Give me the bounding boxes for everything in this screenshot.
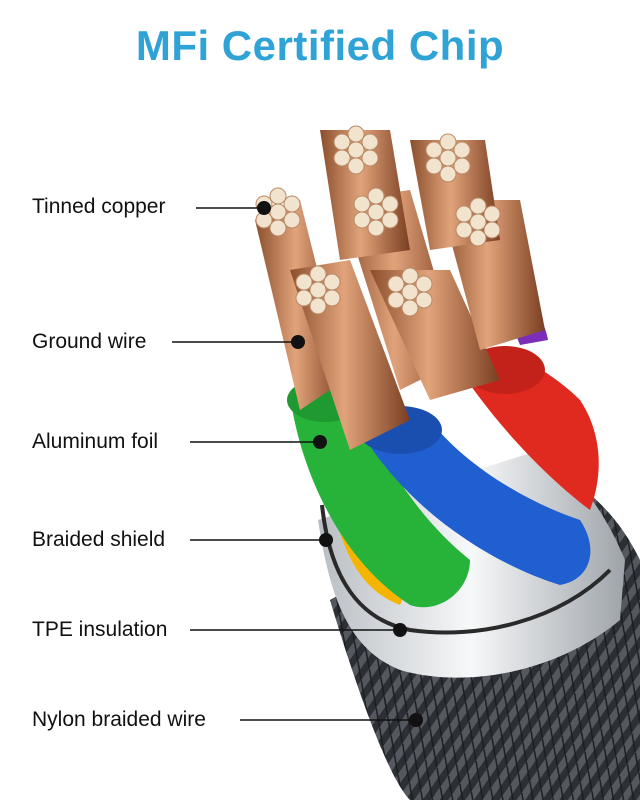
tinned-strand-tip xyxy=(425,141,443,159)
page-title: MFi Certified Chip xyxy=(135,22,505,69)
tinned-strand-tip xyxy=(387,275,405,293)
tinned-strand-tip xyxy=(353,195,371,213)
tinned-strand-tip xyxy=(361,133,379,151)
leader-dot-braided-shield xyxy=(319,533,333,547)
strand-cluster xyxy=(387,267,433,317)
tinned-strand-tip xyxy=(309,281,327,299)
tinned-strand-tip xyxy=(455,221,473,239)
label-braided-shield: Braided shield xyxy=(32,528,166,551)
tinned-strand-tip xyxy=(455,205,473,223)
tinned-strand-tip xyxy=(333,133,351,151)
tinned-strand-tip xyxy=(367,203,385,221)
tinned-strand-tip xyxy=(347,157,365,175)
tinned-strand-tip xyxy=(469,229,487,247)
strand-cluster xyxy=(455,197,501,247)
tinned-strand-tip xyxy=(415,291,433,309)
tinned-strand-tip xyxy=(469,197,487,215)
tinned-strand-tip xyxy=(439,133,457,151)
strand-cluster xyxy=(295,265,341,315)
tinned-strand-tip xyxy=(347,141,365,159)
tinned-strand-tips xyxy=(255,125,501,317)
tinned-strand-tip xyxy=(367,187,385,205)
label-aluminum-foil: Aluminum foil xyxy=(32,430,159,453)
tinned-strand-tip xyxy=(401,267,419,285)
tinned-strand-tip xyxy=(469,213,487,231)
tinned-strand-tip xyxy=(323,273,341,291)
label-nylon-braided-wire: Nylon braided wire xyxy=(32,708,206,731)
blue-wire xyxy=(360,420,591,585)
tinned-strand-tip xyxy=(323,289,341,307)
tinned-strand-tip xyxy=(425,157,443,175)
leader-dot-aluminum-foil xyxy=(313,435,327,449)
leader-lines xyxy=(172,201,423,727)
tinned-strand-tip xyxy=(309,297,327,315)
leader-dot-tinned-copper xyxy=(257,201,271,215)
tinned-strand-tip xyxy=(381,195,399,213)
tinned-strand-tip xyxy=(347,125,365,143)
green-wire xyxy=(290,395,470,608)
leader-dot-nylon-braided-wire xyxy=(409,713,423,727)
label-tinned-copper: Tinned copper xyxy=(32,195,166,218)
tinned-strand-tip xyxy=(401,283,419,301)
tinned-strand-tip xyxy=(333,149,351,167)
tinned-strand-tip xyxy=(453,141,471,159)
tinned-strand-tip xyxy=(453,157,471,175)
braided-shield xyxy=(320,504,612,635)
tinned-strand-tip xyxy=(283,195,301,213)
tinned-strand-tip xyxy=(483,221,501,239)
tinned-strand-tip xyxy=(381,211,399,229)
tinned-strand-tip xyxy=(387,291,405,309)
tinned-strand-tip xyxy=(309,265,327,283)
tinned-strand-tip xyxy=(283,211,301,229)
tinned-strand-tip xyxy=(269,219,287,237)
tinned-strand-tip xyxy=(269,203,287,221)
strand-cluster xyxy=(353,187,399,237)
tinned-strand-tip xyxy=(439,149,457,167)
tinned-strand-tip xyxy=(439,165,457,183)
tinned-strand-tip xyxy=(367,219,385,237)
tinned-strand-tip xyxy=(361,149,379,167)
strand-cluster xyxy=(333,125,379,175)
leader-dot-ground-wire xyxy=(291,335,305,349)
strand-cluster xyxy=(425,133,471,183)
label-ground-wire: Ground wire xyxy=(32,330,147,353)
tinned-strand-tip xyxy=(401,299,419,317)
tinned-strand-tip xyxy=(295,273,313,291)
tinned-strand-tip xyxy=(415,275,433,293)
label-tpe-insulation: TPE insulation xyxy=(32,618,168,641)
tinned-strand-tip xyxy=(295,289,313,307)
tinned-strand-tip xyxy=(269,187,287,205)
leader-dot-tpe-insulation xyxy=(393,623,407,637)
tinned-strand-tip xyxy=(483,205,501,223)
tinned-strand-tip xyxy=(353,211,371,229)
